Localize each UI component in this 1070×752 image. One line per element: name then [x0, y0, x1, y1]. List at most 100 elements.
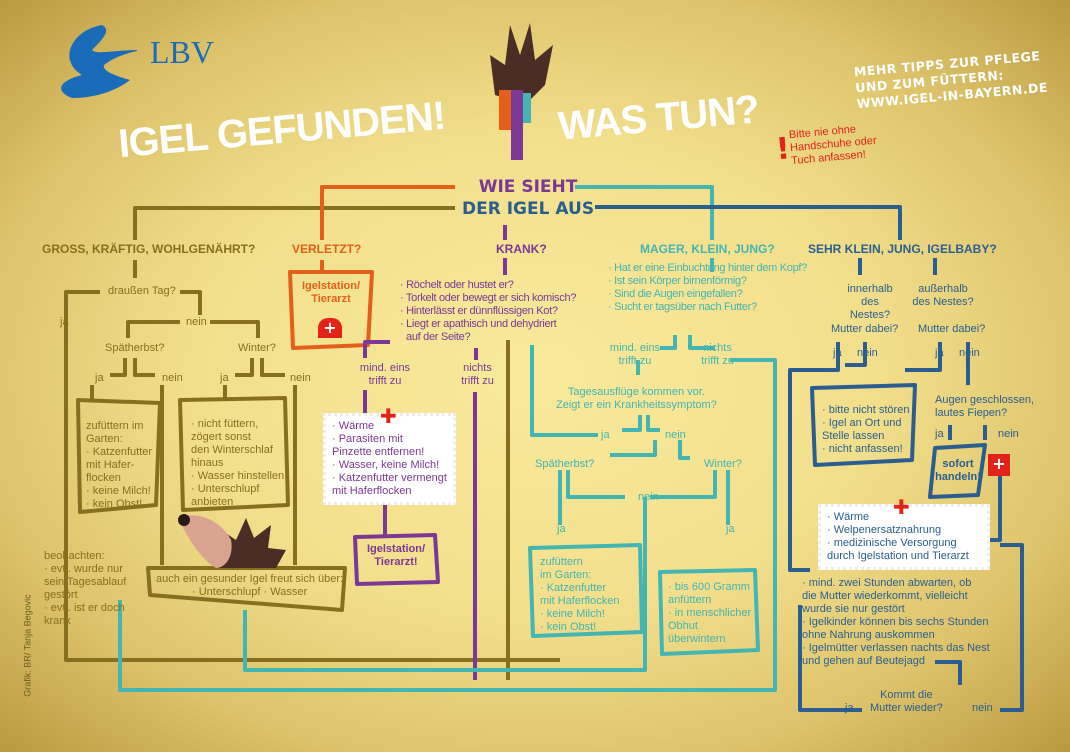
label-ja: ja — [220, 372, 229, 384]
text-line: · Sucht er tagsüber nach Futter? — [608, 301, 757, 313]
text-line: · Liegt er apathisch und dehydriert — [400, 318, 557, 330]
label-mind-eins: mind. eins trifft zu — [359, 362, 411, 387]
text-line: durch Igelstation und Tierarzt — [827, 550, 969, 562]
q-spaetherbst: Spätherbst? — [535, 458, 595, 470]
label-mind-eins: mind. eins trifft zu — [609, 342, 661, 367]
text-line: und gehen auf Beutejagd — [802, 655, 925, 667]
text-line: · medizinische Versorgung — [827, 537, 957, 549]
mager-box-winter: · bis 600 Gramm anfüttern· in menschlich… — [668, 581, 751, 646]
sofort-handeln-box: sofort handeln! — [935, 458, 981, 483]
label-nein: nein — [998, 428, 1019, 440]
baby-care-box: ✚ · Wärme· Welpenersatznahrung· medizini… — [818, 495, 990, 570]
q-mutter-dabei: Mutter dabei? — [831, 323, 899, 335]
text-line: · bitte nicht stören — [822, 404, 910, 416]
text-line: flocken — [86, 472, 121, 484]
text-line: · Welpenersatznahrung — [827, 524, 942, 536]
label-nein: nein — [162, 372, 183, 384]
text-line: · Unterschlupf — [191, 483, 260, 495]
text-line: · Torkelt oder bewegt er sich komisch? — [400, 292, 577, 304]
text-line: zufüttern im — [86, 420, 144, 432]
heading-gross: GROSS, KRÄFTIG, WOHLGENÄHRT? — [42, 242, 256, 256]
text-line: · mind. zwei Stunden abwarten, ob — [802, 577, 972, 589]
label-nein: nein — [186, 316, 207, 328]
krank-questions: · Röchelt oder hustet er?· Torkelt oder … — [400, 279, 576, 344]
label-ja: ja — [60, 316, 69, 328]
text-line: auch ein gesunder Igel freut sich über: — [156, 573, 344, 585]
text-line: mit Haferflocken — [332, 485, 412, 497]
label-nein: nein — [959, 347, 980, 359]
central-question-line: DER IGEL AUS — [462, 199, 595, 219]
label-ja: ja — [95, 372, 104, 384]
baby-leave-box: · bitte nicht stören· Igel an Ort und St… — [822, 404, 909, 456]
text-line: mit Haferflocken — [540, 595, 620, 607]
gross-box-winter: · nicht füttern, zögert sonst den Winter… — [191, 418, 284, 509]
text-line: · in menschlicher — [668, 607, 752, 619]
label-ja: ja — [557, 523, 566, 535]
krank-station-box: Igelstation/ Tierarzt! — [366, 543, 426, 568]
text-line: gestört — [44, 589, 78, 601]
exclamation-icon: ! — [774, 131, 792, 168]
text-line: Stelle lassen — [822, 430, 885, 442]
mager-questions: · Hat er eine Einbuchtung hinter dem Kop… — [608, 262, 807, 314]
text-line: · nicht füttern, — [191, 418, 259, 430]
text-line: · Wasser hinstellen — [191, 470, 285, 482]
text-line: den Winterschlaf — [191, 444, 273, 456]
lbv-logo: LBV — [42, 20, 232, 100]
verletzt-station-box: Igelstation/ Tierarzt — [301, 280, 361, 305]
text-line: zufüttern — [540, 556, 583, 568]
text-line: · Igelkinder können bis sechs Stunden — [802, 616, 989, 628]
text-line: · bis 600 Gramm — [668, 581, 750, 593]
text-line: · Ist sein Körper birnenförmig? — [608, 275, 747, 287]
text-line: wurde sie nur gestört — [802, 603, 905, 615]
credit: Grafik: BR/ Tanja Begovic — [22, 594, 33, 697]
hedgehog-question-mark-illustration — [485, 15, 555, 175]
text-line: sein Tagesablauf — [44, 576, 127, 588]
observe-note: beobachten:· evtl. wurde nur sein Tagesa… — [44, 550, 126, 628]
text-line: Obhut — [668, 620, 698, 632]
label-ja: ja — [601, 429, 610, 441]
text-line: · Wärme — [332, 420, 375, 432]
label-nein: nein — [638, 491, 659, 503]
q-ausserhalb: außerhalb des Nestes? — [912, 283, 974, 308]
text-line: Mutter wieder? — [870, 702, 943, 714]
text-line: die Mutter wiederkommt, vielleicht — [802, 590, 968, 602]
text-line: · kein Obst! — [86, 498, 143, 510]
healthy-hedgehog-note: auch ein gesunder Igel freut sich über:·… — [156, 573, 343, 599]
label-ja: ja — [845, 702, 854, 714]
text-line: Kommt die — [880, 689, 933, 701]
text-line: Pinzette entfernen! — [332, 446, 425, 458]
text-line: · kein Obst! — [540, 621, 597, 633]
label-nein: nein — [857, 347, 878, 359]
label-nein: nein — [665, 429, 686, 441]
label-ja: ja — [726, 523, 735, 535]
q-spaetherbst: Spätherbst? — [105, 342, 165, 354]
text-line: · evtl. ist er doch — [44, 602, 125, 614]
red-cross-icon: ✚ — [380, 404, 397, 428]
text-line: · Igelmütter verlassen nachts das Nest — [802, 642, 990, 654]
label-nichts: nichts trifft zu — [461, 362, 494, 387]
heading-verletzt: VERLETZT? — [292, 242, 362, 256]
label-nein: nein — [290, 372, 311, 384]
text-line: · evtl. wurde nur — [44, 563, 123, 575]
text-line: · nicht anfassen! — [822, 443, 903, 455]
text-line: beobachten: — [44, 550, 105, 562]
text-line: · Hat er eine Einbuchtung hinter dem Kop… — [608, 262, 807, 274]
text-line: · keine Milch! — [86, 485, 151, 497]
text-line: überwintern — [668, 633, 726, 645]
text-line: · Igel an Ort und — [822, 417, 902, 429]
emergency-siren-icon: + — [988, 454, 1010, 476]
text-line: Augen geschlossen, — [935, 394, 1035, 406]
label-ja: ja — [935, 347, 944, 359]
q-winter: Winter? — [238, 342, 276, 354]
label-ja: ja — [935, 428, 944, 440]
text-line: · Parasiten mit — [332, 433, 403, 445]
emergency-siren-icon: + — [318, 318, 342, 338]
label-nichts: nichts trifft zu — [701, 342, 734, 367]
text-line: · Katzenfutter — [540, 582, 607, 594]
kingfisher-logo-icon — [61, 25, 142, 98]
label-ja: ja — [833, 347, 842, 359]
